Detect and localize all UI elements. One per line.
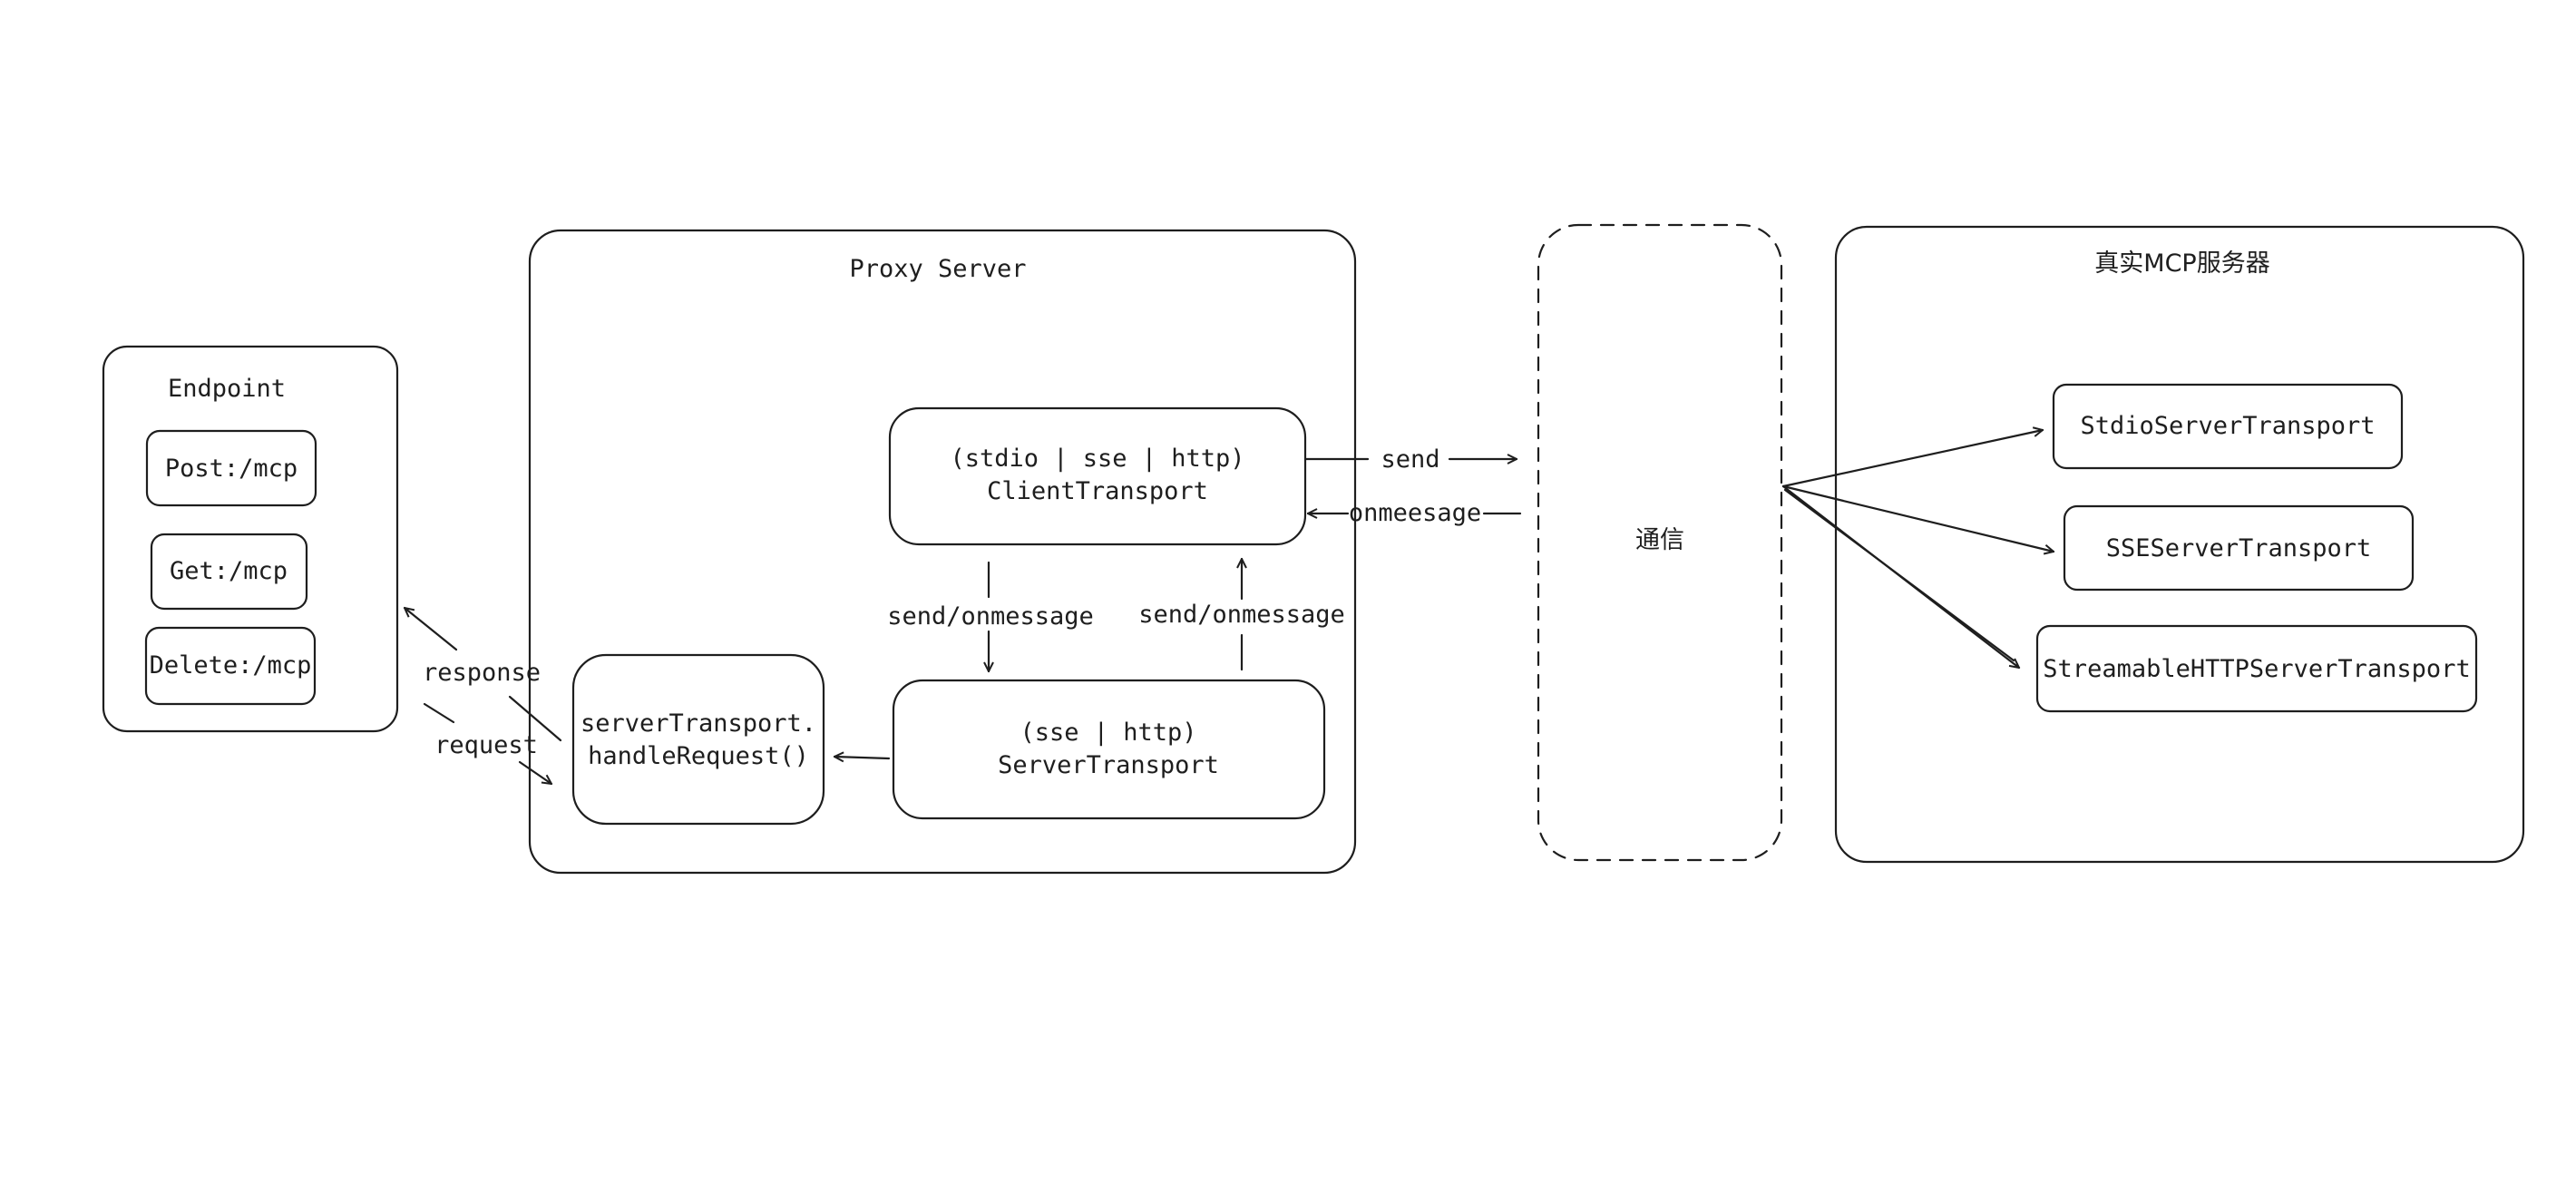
server-transport-line1: (sse | http)	[1020, 719, 1196, 747]
streamable-http-server-transport: StreamableHTTPServerTransport	[2035, 624, 2478, 713]
streamable-http-server-transport-box	[2035, 624, 2478, 713]
sse-server-transport-box	[2063, 504, 2415, 592]
comm-channel-box	[1537, 223, 1783, 862]
comm-channel-label: 通信	[1635, 526, 1684, 554]
request-label: request	[434, 731, 538, 759]
client-comm-connectors: send onmeesage	[1304, 445, 1522, 527]
response-arrow-tail	[508, 695, 562, 742]
server-transport: (sse | http) ServerTransport	[892, 679, 1326, 820]
send-onmessage-down-label: send/onmessage	[887, 602, 1094, 631]
client-transport-line2: ClientTransport	[987, 477, 1208, 505]
server-to-handle-arrow	[834, 757, 891, 758]
real-mcp-server-title: 真实MCP服务器	[2094, 249, 2269, 278]
client-transport: (stdio | sse | http) ClientTransport	[888, 406, 1307, 546]
proxy-server-group: Proxy Server (stdio | sse | http) Client…	[528, 229, 1357, 875]
handle-request: serverTransport. handleRequest()	[571, 653, 825, 826]
route-post-label: Post:/mcp	[165, 455, 298, 483]
stdio-server-transport: StdioServerTransport	[2052, 383, 2404, 470]
client-transport-box	[888, 406, 1307, 546]
send-label: send	[1381, 445, 1439, 474]
onmessage-label: onmeesage	[1349, 499, 1481, 527]
handle-request-line2: handleRequest()	[588, 742, 809, 770]
handle-request-box	[571, 653, 825, 826]
real-mcp-server-container	[1834, 225, 2525, 864]
streamable-http-server-transport-label: StreamableHTTPServerTransport	[2043, 655, 2470, 683]
stdio-server-transport-box	[2052, 383, 2404, 470]
endpoint-proxy-connectors: response request	[405, 608, 562, 784]
route-delete-box	[144, 626, 317, 706]
endpoint-group: Endpoint Post:/mcp Get:/mcp Delete:/mcp	[102, 345, 399, 733]
comm-channel: 通信	[1537, 223, 1783, 862]
response-label: response	[423, 659, 541, 687]
comm-to-stdio-arrow	[1781, 430, 2043, 488]
proxy-server-container	[528, 229, 1357, 875]
comm-to-sse-arrow	[1781, 484, 2054, 552]
comm-to-streamable-arrow-sketch	[1783, 488, 2015, 662]
response-arrow	[405, 608, 458, 651]
sse-server-transport: SSEServerTransport	[2063, 504, 2415, 592]
real-mcp-server-group: 真实MCP服务器 StdioServerTransport SSEServerT…	[1781, 225, 2525, 864]
handle-request-line1: serverTransport.	[581, 709, 816, 738]
client-transport-line1: (stdio | sse | http)	[950, 445, 1244, 473]
route-delete: Delete:/mcp	[144, 626, 317, 706]
sse-server-transport-label: SSEServerTransport	[2106, 534, 2372, 562]
request-arrow-tail	[423, 702, 455, 724]
route-delete-label: Delete:/mcp	[150, 651, 312, 680]
server-transport-line2: ServerTransport	[998, 751, 1219, 779]
route-get-box	[150, 533, 308, 611]
endpoint-title: Endpoint	[168, 375, 286, 403]
stdio-server-transport-label: StdioServerTransport	[2080, 412, 2375, 440]
request-arrow	[518, 760, 551, 784]
route-post-box	[145, 429, 317, 507]
proxy-server-title: Proxy Server	[849, 255, 1026, 283]
server-transport-box	[892, 679, 1326, 820]
route-post: Post:/mcp	[145, 429, 317, 507]
route-get-label: Get:/mcp	[170, 557, 288, 585]
send-onmessage-up-label: send/onmessage	[1138, 601, 1345, 629]
endpoint-container	[102, 345, 399, 733]
route-get: Get:/mcp	[150, 533, 308, 611]
